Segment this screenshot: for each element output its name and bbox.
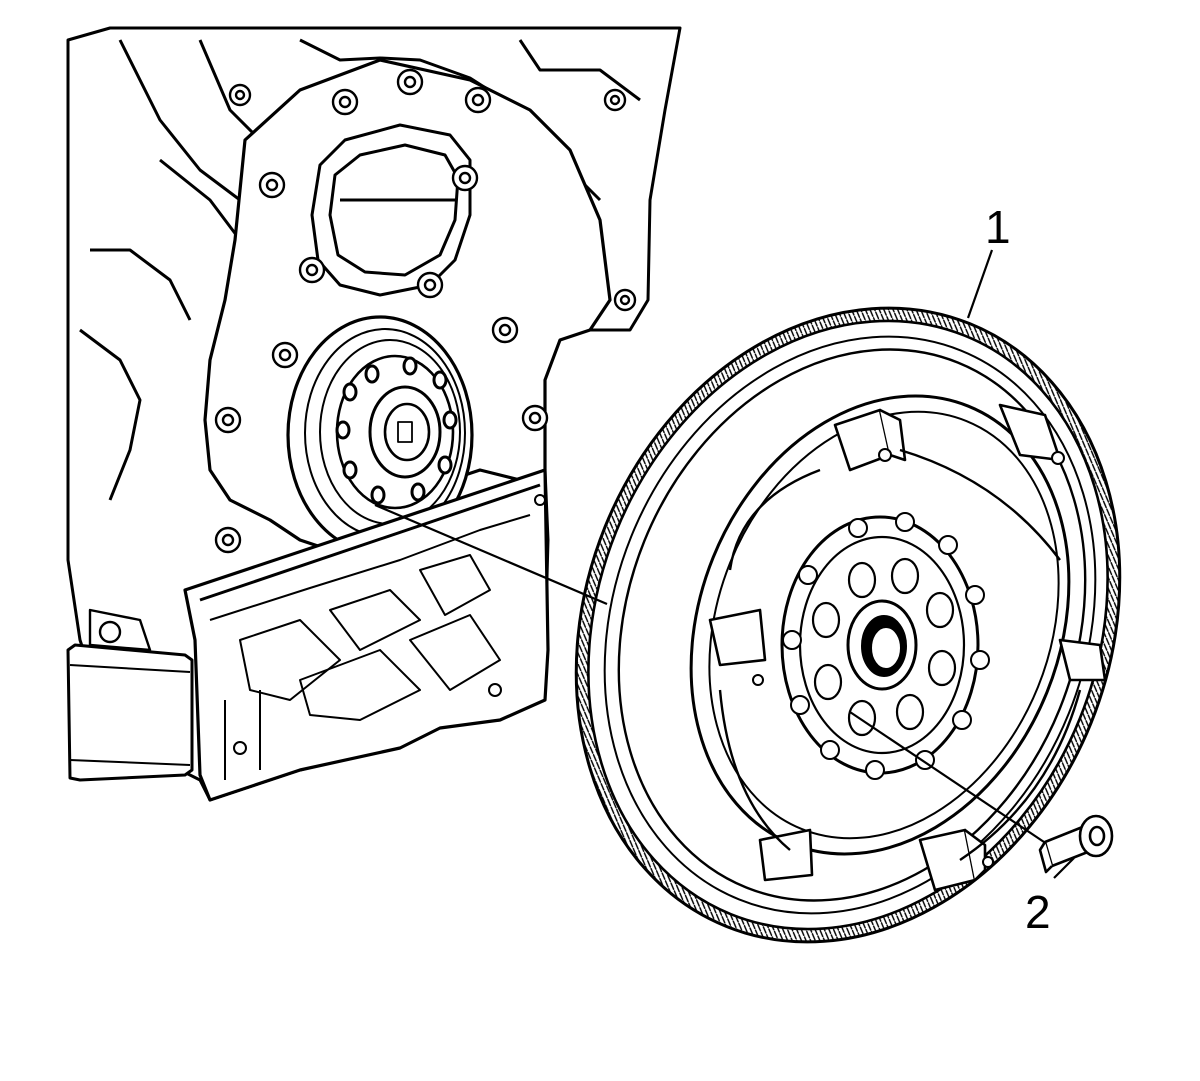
adapter-plate <box>183 468 550 802</box>
flywheel-bolt <box>1038 814 1114 874</box>
engine-block <box>66 26 682 802</box>
flywheel <box>574 306 1122 944</box>
alignment-line-bolt <box>849 711 1045 843</box>
flywheel-hub <box>780 512 990 780</box>
rear-main-seal <box>286 315 474 555</box>
leader-lines <box>374 249 1075 879</box>
callout-2: 2 <box>1025 886 1051 938</box>
alignment-line-flywheel <box>374 503 608 606</box>
callout-leader-1 <box>966 249 994 319</box>
oil-filter <box>66 608 194 782</box>
callout-1: 1 <box>985 201 1011 253</box>
callout-leader-2 <box>1053 857 1075 879</box>
cover-bolts <box>214 68 637 554</box>
